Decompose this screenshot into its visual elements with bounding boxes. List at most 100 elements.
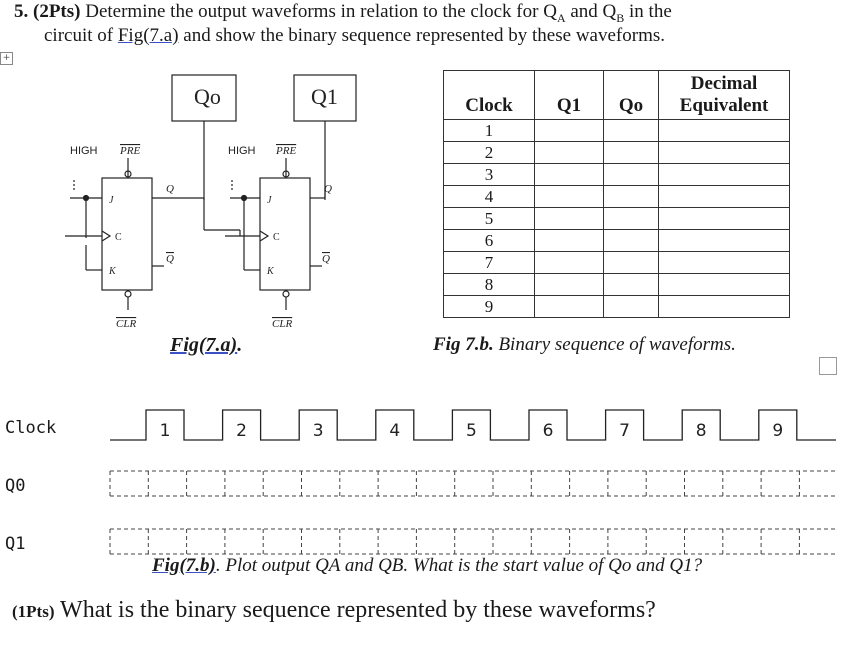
table-row: 2 [443,141,790,164]
q1-waveform-grid[interactable] [109,528,836,555]
fig-7a-link: Fig(7.a) [117,25,179,46]
subscript-b: B [616,10,625,25]
clock-cell: 4 [443,185,535,208]
ff1-clr-label: CLR [116,318,136,330]
q0-cell[interactable] [603,119,659,142]
question-text-1: Determine the output waveforms in relati… [85,1,557,22]
clock-cell: 3 [443,163,535,186]
table-row: 1 [443,119,790,142]
clock-pulse-number: 9 [772,421,783,441]
question-points: (2Pts) [33,1,81,22]
decimal-cell[interactable] [658,229,790,252]
flip-flop-1 [101,177,153,291]
followup-question: (1Pts) What is the binary sequence repre… [12,597,656,624]
q1-cell[interactable] [534,185,604,208]
ff1-pre-label: PRE [119,145,140,157]
decimal-cell[interactable] [658,295,790,318]
clock-pulse-number: 7 [619,421,630,441]
question-line-2: circuit of Fig(7.a) and show the binary … [44,24,665,48]
question-text-and: and Q [565,1,617,22]
ff2-q-label: Q [324,183,332,195]
question-text-2a: circuit of [44,25,118,46]
q0-waveform-grid[interactable] [109,470,836,497]
fig-7b-timing-caption-label: Fig(7.b) [152,555,216,576]
q0-box-label: Qo [194,84,221,109]
table-row: 9 [443,295,790,318]
header-decimal: Decimal Equivalent [658,70,790,120]
table-row: 6 [443,229,790,252]
ff1-c-label: C [115,232,122,243]
q0-cell[interactable] [603,229,659,252]
question-number: 5. [14,1,29,22]
clock-label: Clock [5,418,57,438]
subscript-a: A [556,10,566,25]
clock-pulse-number: 3 [313,421,324,441]
decimal-cell[interactable] [658,251,790,274]
table-row: 3 [443,163,790,186]
clock-cell: 7 [443,251,535,274]
q1-cell[interactable] [534,163,604,186]
clock-pulse-number: 8 [696,421,707,441]
fig-7b-table-caption-rest: Binary sequence of waveforms. [493,334,736,355]
ff2-high-label: HIGH [228,145,256,157]
decimal-cell[interactable] [658,163,790,186]
decimal-cell[interactable] [658,141,790,164]
q1-cell[interactable] [534,273,604,296]
q1-cell[interactable] [534,119,604,142]
q1-label: Q1 [5,534,26,554]
ff1-q-label: Q [166,183,174,195]
header-q0: Qo [603,70,659,120]
clock-pulse-number: 1 [160,421,171,441]
header-decimal-line1: Decimal [690,73,758,94]
flip-flop-2 [259,177,311,291]
ff2-k-label: K [266,266,275,277]
decimal-cell[interactable] [658,119,790,142]
clock-cell: 9 [443,295,535,318]
q1-cell[interactable] [534,251,604,274]
ff2-qbar-label: Q [322,253,330,265]
q1-cell[interactable] [534,207,604,230]
fig-7b-table-caption-bold: Fig 7.b. [433,334,494,355]
q0-cell[interactable] [603,141,659,164]
followup-text: What is the binary sequence represented … [54,597,656,623]
checkbox-1[interactable] [819,357,837,375]
clock-pulse-number: 6 [543,421,554,441]
decimal-cell[interactable] [658,273,790,296]
header-clock: Clock [443,70,535,120]
ff2-c-label: C [273,232,280,243]
q0-cell[interactable] [603,273,659,296]
table-row: 8 [443,273,790,296]
q0-cell[interactable] [603,207,659,230]
clock-pulse-number: 5 [466,421,477,441]
table-row: 4 [443,185,790,208]
ff2-j-label: J [267,195,272,206]
table-row: 5 [443,207,790,230]
question-line-1: 5. (2Pts) Determine the output waveforms… [14,0,672,30]
q1-cell[interactable] [534,141,604,164]
q1-box-label: Q1 [311,84,338,109]
ff1-high-label: HIGH [70,145,98,157]
fig-7b-timing-caption-rest: . Plot output QA and QB. What is the sta… [215,555,703,576]
clock-cell: 8 [443,273,535,296]
question-text-end: in the [624,1,672,22]
q0-cell[interactable] [603,251,659,274]
ff2-pre-label: PRE [275,145,296,157]
q1-cell[interactable] [534,229,604,252]
move-handle-icon[interactable]: + [0,52,13,65]
fig-7b-table-caption: Fig 7.b. Binary sequence of waveforms. [433,334,736,356]
fig-7a-caption: Fig(7.a). [170,334,242,357]
fig-7a-caption-label: Fig(7.a) [170,334,238,356]
q1-cell[interactable] [534,295,604,318]
q0-cell[interactable] [603,295,659,318]
decimal-cell[interactable] [658,207,790,230]
jk-counter-circuit: Qo Q1 HIGH PRE J C K Q Q CLR HIGH PRE J … [65,74,357,330]
q0-cell[interactable] [603,185,659,208]
clock-cell: 5 [443,207,535,230]
clock-cell: 2 [443,141,535,164]
q0-cell[interactable] [603,163,659,186]
decimal-cell[interactable] [658,185,790,208]
clock-cell: 6 [443,229,535,252]
table-row: 7 [443,251,790,274]
